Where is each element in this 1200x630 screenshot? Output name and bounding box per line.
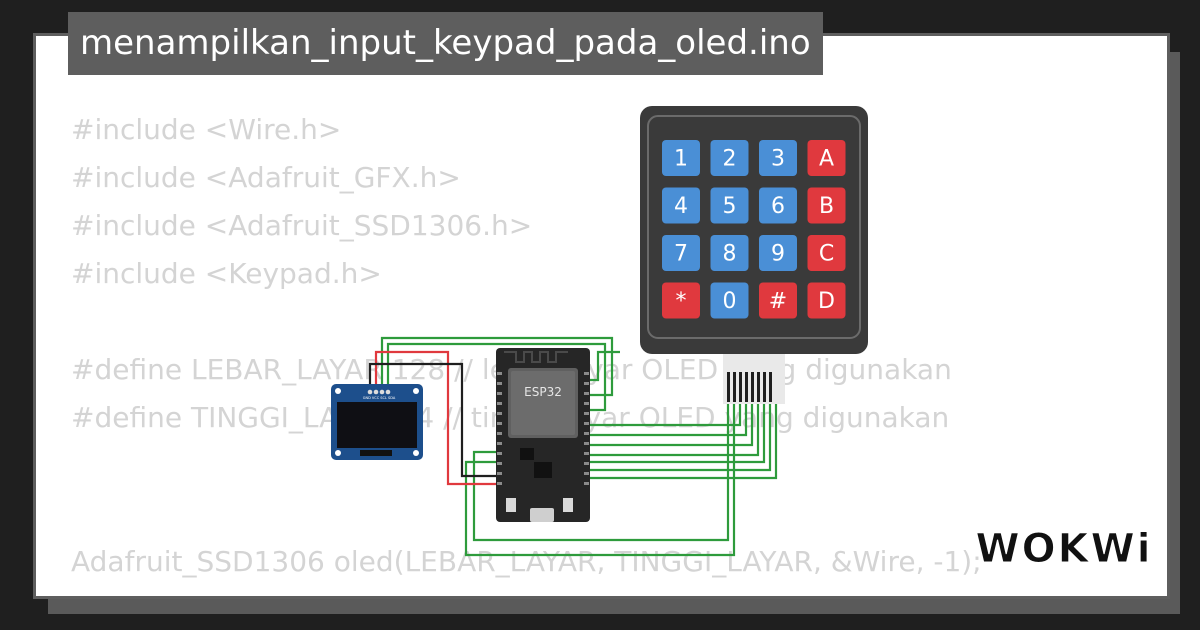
green-wires bbox=[380, 336, 778, 557]
keypad-key-2[interactable] bbox=[710, 140, 749, 176]
black-wire bbox=[368, 362, 498, 478]
keypad-4x4[interactable]: 1 2 3 A 4 5 6 B 7 8 9 C * 0 # D bbox=[640, 106, 868, 404]
oled-ribbon bbox=[360, 450, 392, 456]
keypad-connector-pins bbox=[727, 372, 772, 402]
code-line-10: Adafruit_SSD1306 oled(LEBAR_LAYAR, TINGG… bbox=[71, 545, 982, 578]
keypad-key-label: * bbox=[676, 289, 687, 314]
keypad-key-5[interactable] bbox=[710, 187, 749, 224]
code-line-4: #include <Keypad.h> bbox=[71, 257, 382, 290]
keypad-key-label: C bbox=[819, 242, 834, 267]
esp32-board[interactable]: ESP32 bbox=[496, 348, 590, 522]
keypad-key-7[interactable] bbox=[662, 235, 700, 271]
boot-button bbox=[506, 498, 516, 512]
keypad-key-label: 1 bbox=[674, 147, 688, 172]
code-line-1: #include <Wire.h> bbox=[71, 113, 342, 146]
keypad-key-label: B bbox=[819, 194, 834, 219]
project-title[interactable]: menampilkan_input_keypad_pada_oled.ino bbox=[68, 12, 823, 75]
esp32-chip-1 bbox=[520, 448, 534, 460]
keypad-key-label: 2 bbox=[723, 147, 737, 172]
keypad-key-label: 5 bbox=[723, 194, 737, 219]
keypad-key-b[interactable] bbox=[807, 187, 846, 224]
esp32-pins-right bbox=[584, 372, 589, 485]
wires bbox=[368, 336, 778, 557]
esp32-antenna bbox=[504, 351, 568, 363]
oled-screen bbox=[337, 402, 417, 448]
keypad-key-9[interactable] bbox=[759, 235, 797, 271]
keypad-key-label: 3 bbox=[771, 147, 785, 172]
oled-pins bbox=[367, 389, 391, 395]
keypad-key-c[interactable] bbox=[807, 235, 846, 271]
keypad-key-4[interactable] bbox=[662, 187, 700, 224]
code-preview: #include <Wire.h> #include <Adafruit_GFX.… bbox=[71, 106, 982, 596]
keypad-key-6[interactable] bbox=[759, 187, 797, 224]
keypad-key-label: 7 bbox=[674, 242, 688, 267]
code-line-11: const byte BARIS = 4; // jumlah Baris Ke… bbox=[71, 586, 982, 596]
usb-port bbox=[530, 508, 554, 522]
keypad-key-star[interactable] bbox=[662, 282, 700, 319]
keypad-key-label: # bbox=[769, 289, 787, 314]
keypad-key-d[interactable] bbox=[807, 282, 846, 319]
wokwi-logo[interactable]: WOKWi bbox=[975, 522, 1153, 578]
keypad-keys: 1 2 3 A 4 5 6 B 7 8 9 C * 0 # D bbox=[662, 140, 846, 319]
keypad-key-3[interactable] bbox=[759, 140, 797, 176]
keypad-key-label: 8 bbox=[723, 242, 737, 267]
esp32-label: ESP32 bbox=[524, 385, 562, 399]
keypad-key-8[interactable] bbox=[710, 235, 749, 271]
code-line-2: #include <Adafruit_GFX.h> bbox=[71, 161, 461, 194]
keypad-key-1[interactable] bbox=[662, 140, 700, 176]
keypad-key-hash[interactable] bbox=[759, 282, 797, 319]
oled-display[interactable]: GND VCC SCL SDA bbox=[331, 384, 423, 460]
keypad-key-0[interactable] bbox=[710, 282, 749, 319]
keypad-key-a[interactable] bbox=[807, 140, 846, 176]
wokwi-logo-text: WOKWi bbox=[976, 526, 1153, 572]
oled-pin-labels: GND VCC SCL SDA bbox=[363, 396, 396, 400]
keypad-key-label: D bbox=[818, 289, 835, 314]
keypad-key-label: 4 bbox=[674, 194, 688, 219]
reset-button bbox=[563, 498, 573, 512]
keypad-key-label: 0 bbox=[723, 289, 737, 314]
esp32-chip-2 bbox=[534, 462, 552, 478]
keypad-key-label: 9 bbox=[771, 242, 785, 267]
code-line-3: #include <Adafruit_SSD1306.h> bbox=[71, 209, 533, 242]
project-card[interactable]: #include <Wire.h> #include <Adafruit_GFX.… bbox=[33, 33, 1170, 599]
keypad-key-label: A bbox=[819, 147, 834, 172]
keypad-border bbox=[647, 115, 861, 339]
keypad-key-label: 6 bbox=[771, 194, 785, 219]
esp32-pins-left bbox=[497, 372, 502, 485]
